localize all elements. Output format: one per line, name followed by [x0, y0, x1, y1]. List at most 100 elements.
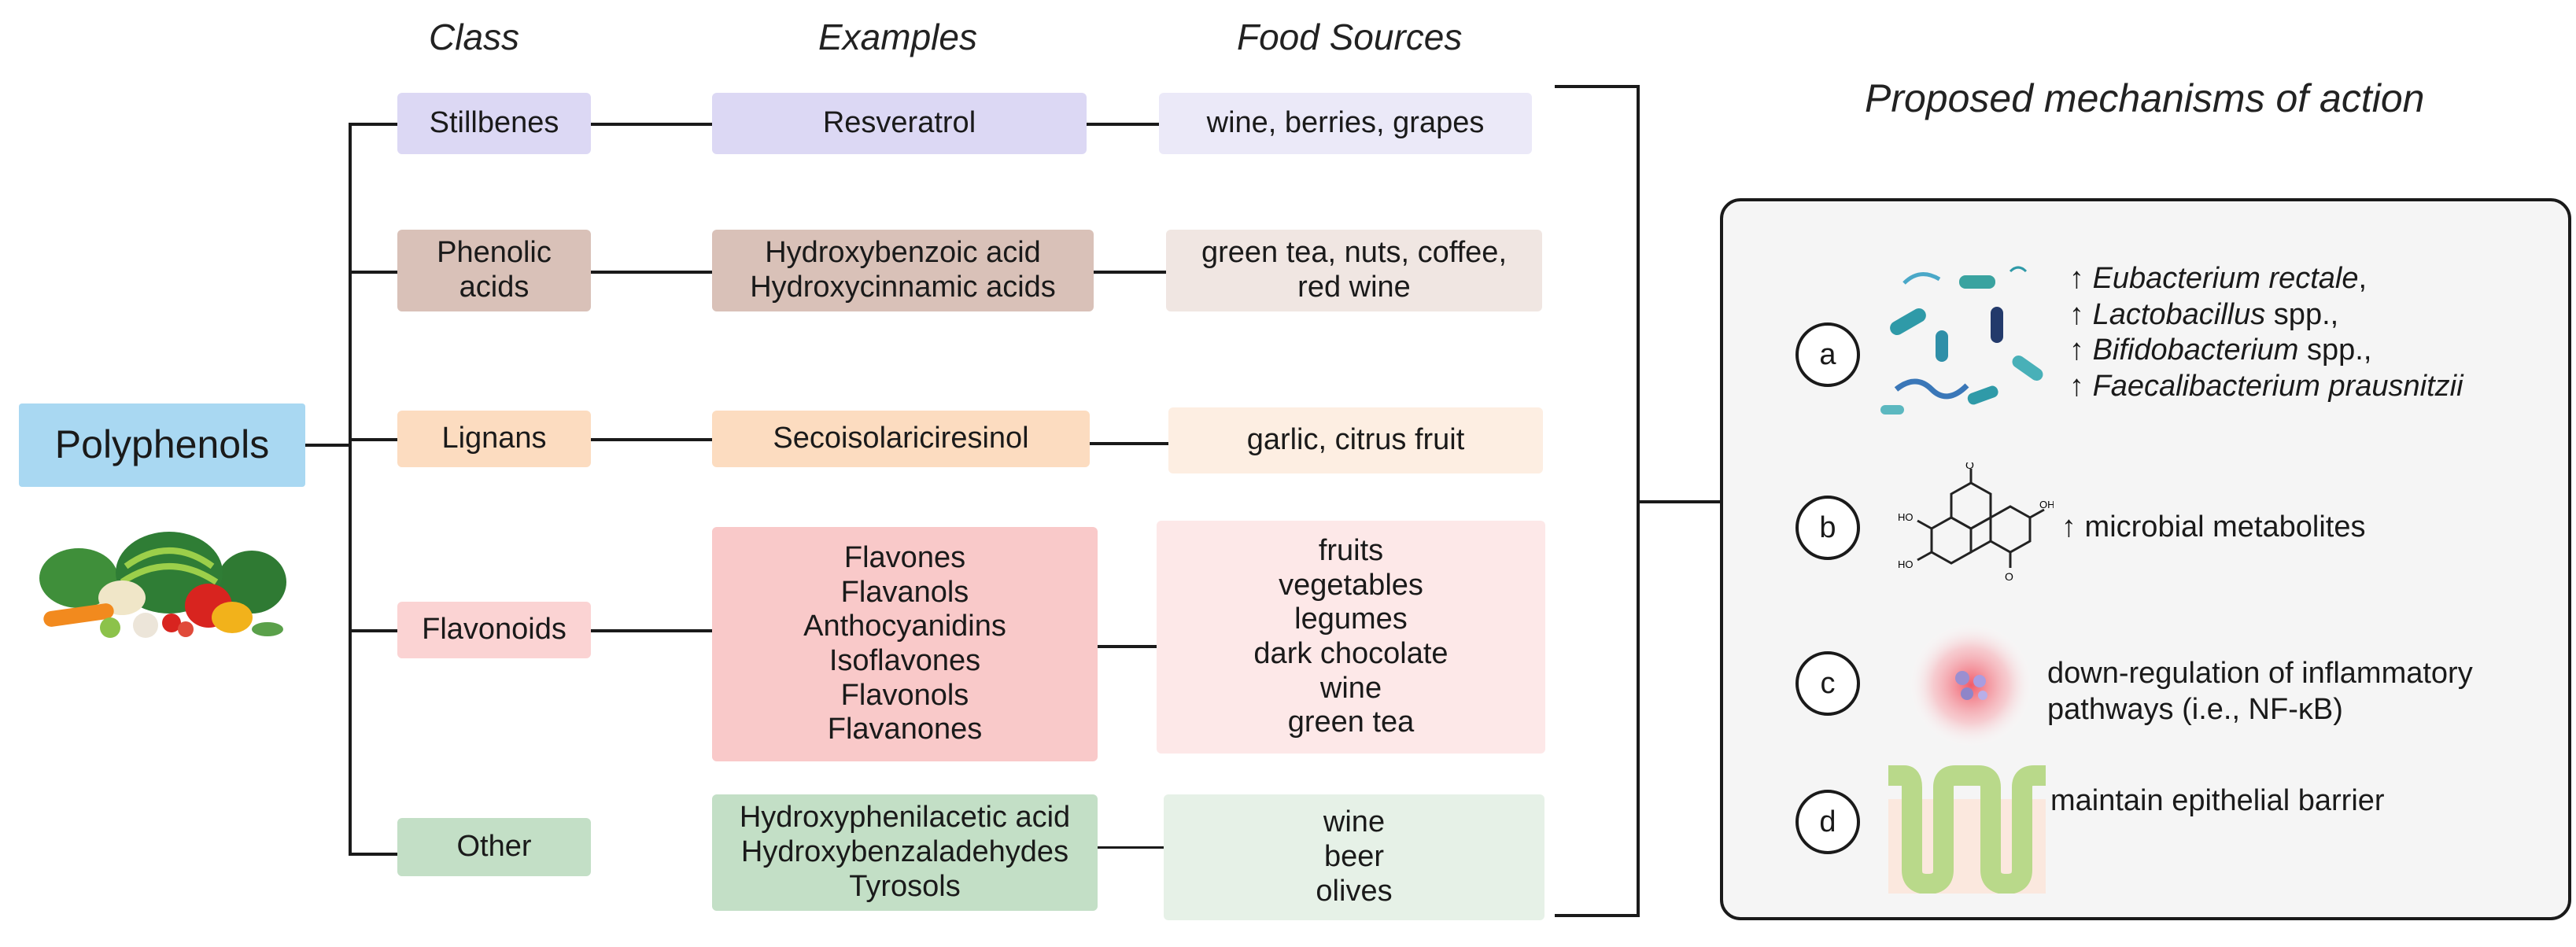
source-item: olives [1316, 874, 1393, 908]
increase-arrow: ↑ [2069, 262, 2084, 295]
example-item: Resveratrol [822, 106, 976, 140]
increase-arrow: ↑ [2069, 369, 2084, 403]
epithelium-icon [1888, 765, 2046, 894]
example-item: Hydroxybenzoic acid [765, 236, 1041, 270]
mechanism-line: ↑ microbial metabolites [2061, 510, 2366, 544]
mechanism-c-badge: c [1795, 651, 1860, 716]
class-header: Class [429, 17, 520, 57]
example-item: Anthocyanidins [803, 610, 1006, 643]
mechanism-d-badge: d [1795, 790, 1860, 854]
example-item: Flavones [843, 540, 966, 574]
example-item: Flavanols [840, 575, 969, 609]
class-label: Phenolic [437, 236, 552, 270]
link-class-example-3 [591, 438, 712, 441]
example-item: Hydroxybenzaladehydes [740, 835, 1069, 869]
examples-box-stillbenes: Resveratrol [712, 93, 1087, 154]
svg-text:O: O [1965, 462, 1974, 471]
sources-box-phenolic-acids: green tea, nuts, coffee, red wine [1166, 230, 1542, 311]
sources-box-other: wine beer olives [1164, 794, 1544, 920]
mechanism-b-badge: b [1795, 496, 1860, 560]
source-item: green tea, nuts, coffee, [1201, 236, 1507, 270]
mechanism-line: down-regulation of inflammatory [2047, 657, 2473, 690]
link-example-source-3 [1090, 442, 1168, 445]
examples-header: Examples [818, 17, 977, 57]
class-box-lignans: Lignans [397, 411, 591, 467]
source-item: wine [1323, 805, 1386, 839]
branch-2 [349, 271, 397, 274]
bacteria-icon [1880, 266, 2043, 415]
taxon-suffix: spp., [2298, 333, 2372, 367]
mechanism-a-line: ↑ Lactobacillus spp., [2069, 297, 2463, 333]
svg-text:OH: OH [2039, 499, 2054, 510]
root-box: Polyphenols [19, 403, 305, 487]
tree-trunk [349, 123, 352, 856]
examples-box-phenolic-acids: Hydroxybenzoic acid Hydroxycinnamic acid… [712, 230, 1094, 311]
inflammation-icon [1908, 622, 2034, 748]
source-item: garlic, citrus fruit [1246, 423, 1465, 457]
increase-arrow: ↑ [2069, 297, 2084, 331]
link-class-example-1 [591, 123, 712, 126]
branch-5 [349, 853, 397, 856]
bracket-bottom [1555, 914, 1640, 917]
example-item: Flavanones [827, 713, 983, 746]
examples-box-lignans: Secoisolariciresinol [712, 411, 1090, 467]
source-item: green tea [1287, 706, 1415, 739]
link-example-source-2 [1094, 271, 1166, 274]
mechanism-b-text: ↑ microbial metabolites [2061, 510, 2365, 546]
mechanism-letter: c [1820, 666, 1836, 700]
mechanism-c-text: down-regulation of inflammatory pathways… [2047, 656, 2473, 728]
examples-box-flavonoids: Flavones Flavanols Anthocyanidins Isofla… [712, 527, 1098, 761]
example-item: Flavonols [840, 678, 969, 712]
class-label: Stillbenes [429, 106, 559, 140]
example-item: Hydroxycinnamic acids [750, 271, 1056, 304]
source-item: wine [1319, 671, 1382, 705]
mechanism-a-line: ↑ Bifidobacterium spp., [2069, 333, 2463, 369]
mechanism-a-text: ↑ Eubacterium rectale, ↑ Lactobacillus s… [2069, 261, 2463, 404]
example-item: Tyrosols [849, 869, 961, 903]
mechanism-letter: d [1819, 805, 1836, 838]
bracket-top [1555, 85, 1640, 88]
mechanism-letter: a [1819, 337, 1836, 371]
source-item: dark chocolate [1253, 637, 1449, 670]
class-label: Lignans [441, 422, 547, 455]
molecule-icon: O O OH HO HO [1898, 462, 2054, 583]
increase-arrow: ↑ [2069, 333, 2084, 367]
link-class-example-2 [591, 271, 712, 274]
svg-text:O: O [2005, 570, 2013, 583]
bracket-to-panel [1637, 500, 1722, 503]
class-box-phenolic-acids: Phenolic acids [397, 230, 591, 311]
example-item: Secoisolariciresinol [773, 422, 1029, 455]
root-label: Polyphenols [54, 422, 270, 467]
source-item: beer [1323, 840, 1385, 874]
example-item: Hydroxyphenilacetic acid [739, 801, 1071, 835]
taxon-name: Lactobacillus [2092, 297, 2266, 331]
taxon-name: Eubacterium rectale [2092, 262, 2359, 295]
source-item: red wine [1297, 271, 1411, 304]
taxon-suffix: , [2358, 262, 2367, 295]
taxon-name: Bifidobacterium [2092, 333, 2299, 367]
mechanisms-header: Proposed mechanisms of action [1865, 76, 2425, 120]
mechanism-a-line: ↑ Faecalibacterium prausnitzii [2069, 369, 2463, 405]
mechanism-line: maintain epithelial barrier [2050, 784, 2385, 817]
branch-3 [349, 438, 397, 441]
svg-text:HO: HO [1898, 511, 1914, 523]
class-box-stillbenes: Stillbenes [397, 93, 591, 154]
link-example-source-4 [1098, 645, 1157, 648]
link-class-example-4 [591, 629, 712, 632]
svg-text:HO: HO [1898, 558, 1914, 570]
sources-box-lignans: garlic, citrus fruit [1168, 407, 1543, 474]
mechanism-d-text: maintain epithelial barrier [2050, 783, 2385, 820]
class-box-flavonoids: Flavonoids [397, 602, 591, 658]
mechanisms-panel: a ↑ Eubacterium rectale, ↑ Lactobacillus… [1720, 198, 2571, 920]
example-item: Isoflavones [829, 644, 981, 677]
sources-box-flavonoids: fruits vegetables legumes dark chocolate… [1157, 521, 1545, 754]
source-item: vegetables [1279, 568, 1423, 602]
class-label: acids [459, 271, 530, 304]
root-connector [305, 444, 349, 447]
source-item: legumes [1294, 602, 1408, 636]
taxon-suffix: spp., [2265, 297, 2339, 331]
branch-4 [349, 629, 397, 632]
class-label: Other [456, 830, 532, 864]
mechanism-a-badge: a [1795, 322, 1860, 387]
link-example-source-5 [1098, 846, 1164, 849]
